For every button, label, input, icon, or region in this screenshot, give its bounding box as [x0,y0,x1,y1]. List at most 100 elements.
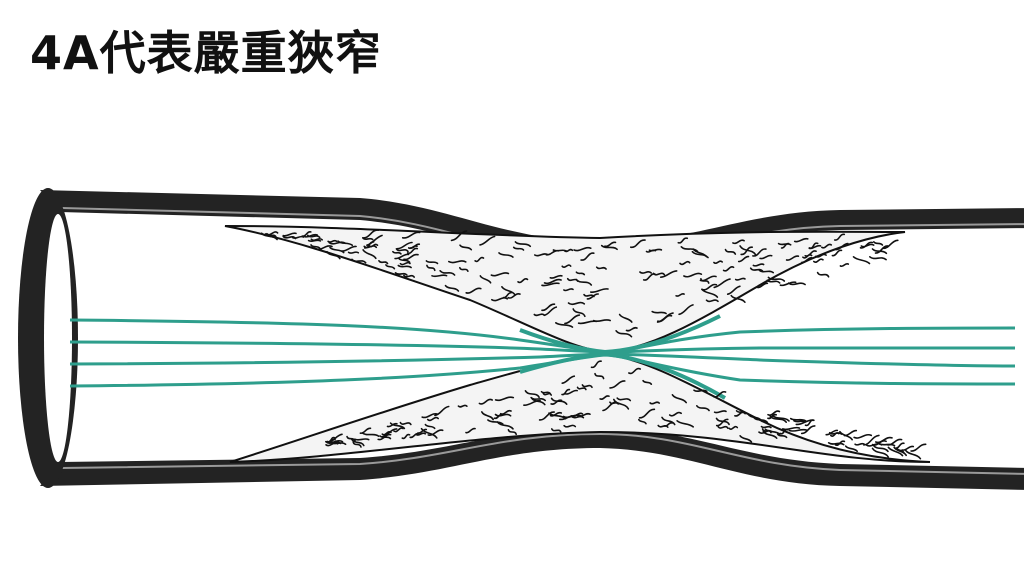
plaque-texture-stroke [401,231,421,239]
plaque-texture-stroke [310,237,323,242]
plaque-texture-stroke [630,239,646,249]
plaque-texture-stroke [677,237,689,244]
plaque-texture-stroke [351,258,367,264]
plaque-texture-stroke [734,277,746,281]
plaque-texture-stroke [715,417,730,426]
plaque-texture-stroke [379,435,392,440]
plaque-texture-stroke [549,411,563,417]
plaque-texture-stroke [394,253,410,260]
plaque-texture-stroke [491,297,509,302]
plaque-texture-stroke [434,405,450,417]
plaque-texture-stroke [502,291,512,299]
plaque-texture-stroke [561,388,571,396]
plaque-texture-stroke [325,440,342,445]
plaque-texture-stroke [570,412,584,418]
plaque-texture-stroke [701,288,719,298]
plaque-texture-stroke [590,360,602,369]
lower-plaque [229,352,931,463]
plaque-texture-stroke [740,246,753,256]
blood-flow-lines [69,318,1016,388]
plaque-texture-stroke [749,267,764,273]
plaque-texture-stroke [781,426,801,431]
plaque-texture-stroke [580,252,595,261]
plaque-texture-stroke [586,293,599,300]
plaque-texture-stroke [683,272,703,278]
plaque-texture-stroke [351,438,365,447]
plaque-texture-stroke [804,250,817,257]
plaque-texture-stroke [642,379,653,385]
plaque-texture-stroke [869,256,887,261]
plaque-texture-stroke [827,442,845,446]
plaque-texture-stroke [833,233,846,241]
flow-line-4 [69,353,1016,388]
plaque-texture-stroke [575,271,586,276]
plaque-texture-stroke [514,241,532,248]
plaque-texture-stroke [359,427,372,435]
plaque-texture-stroke [543,306,558,317]
plaque-texture-stroke [804,419,815,427]
plaque-texture-stroke [421,412,439,419]
plaque-texture-stroke [767,410,781,416]
plaque-texture-stroke [415,432,427,436]
plaque-texture-stroke [875,436,893,444]
plaque-texture-stroke [678,304,694,316]
plaque-texture-stroke [594,372,605,380]
plaque-texture-stroke [693,389,708,393]
plaque-texture-stroke [865,442,883,447]
plaque-texture-stroke [555,322,574,328]
plaque-texture-stroke [393,427,404,433]
plaque-texture-stroke [481,411,494,421]
plaque-texture-stroke [439,270,456,276]
plaque-texture-stroke [406,247,419,254]
plaque-texture-stroke [329,246,345,254]
plaque-texture-stroke [882,239,899,250]
plaque-texture-stroke [701,283,718,291]
plaque-texture-stroke [760,425,772,429]
plaque-texture-stroke [752,263,765,267]
plaque-texture-stroke [507,429,517,436]
plaque-texture-stroke [494,413,512,417]
plaque-texture-stroke [638,408,656,419]
plaque-texture-stroke [713,260,723,264]
plaque-texture-stroke [739,435,753,443]
plaque-texture-stroke [793,237,809,243]
plaque-texture-stroke [645,249,657,253]
plaque-texture-stroke [758,430,773,434]
plaque-texture-stroke [303,233,318,238]
plaque-texture-stroke [573,246,592,252]
plaque-texture-stroke [399,421,412,426]
plaque-texture-stroke [490,272,510,277]
plaque-texture-stroke [346,435,356,442]
plaque-texture-stroke [590,288,609,294]
plaque-texture-stroke [735,410,746,415]
plaque-texture-stroke [904,449,922,460]
plaque-texture-stroke [403,253,419,261]
plaque-texture-stroke [675,292,685,297]
plaque-texture-stroke [363,245,378,249]
plaque-texture-stroke [409,243,421,249]
plaque-texture-stroke [583,293,595,298]
plaque-texture-stroke [394,272,408,276]
plaque-texture-stroke [625,326,638,332]
plaque-texture-stroke [771,414,790,422]
plaque-texture-stroke [420,427,438,439]
plaque-texture-stroke [572,308,586,318]
plaque-texture-stroke [548,412,567,420]
plaque-texture-stroke [730,294,746,303]
plaque-texture-stroke [599,395,610,401]
plaque-texture-stroke [766,279,781,284]
plaque-texture-stroke [403,274,415,278]
plaque-texture-stroke [325,442,339,447]
plaque-texture-stroke [386,422,398,428]
plaque-texture-stroke [260,232,278,241]
upper-plaque [224,225,906,354]
plaque-texture-stroke [378,260,389,265]
plaque-texture-stroke [671,394,687,404]
plaque-texture-stroke [767,276,786,282]
plaque-texture-stroke [779,281,797,287]
plaque-texture-stroke [398,257,411,263]
plaque-texture-stroke [785,255,800,261]
plaque-texture-stroke [389,422,406,430]
plaque-texture-stroke [552,249,568,252]
